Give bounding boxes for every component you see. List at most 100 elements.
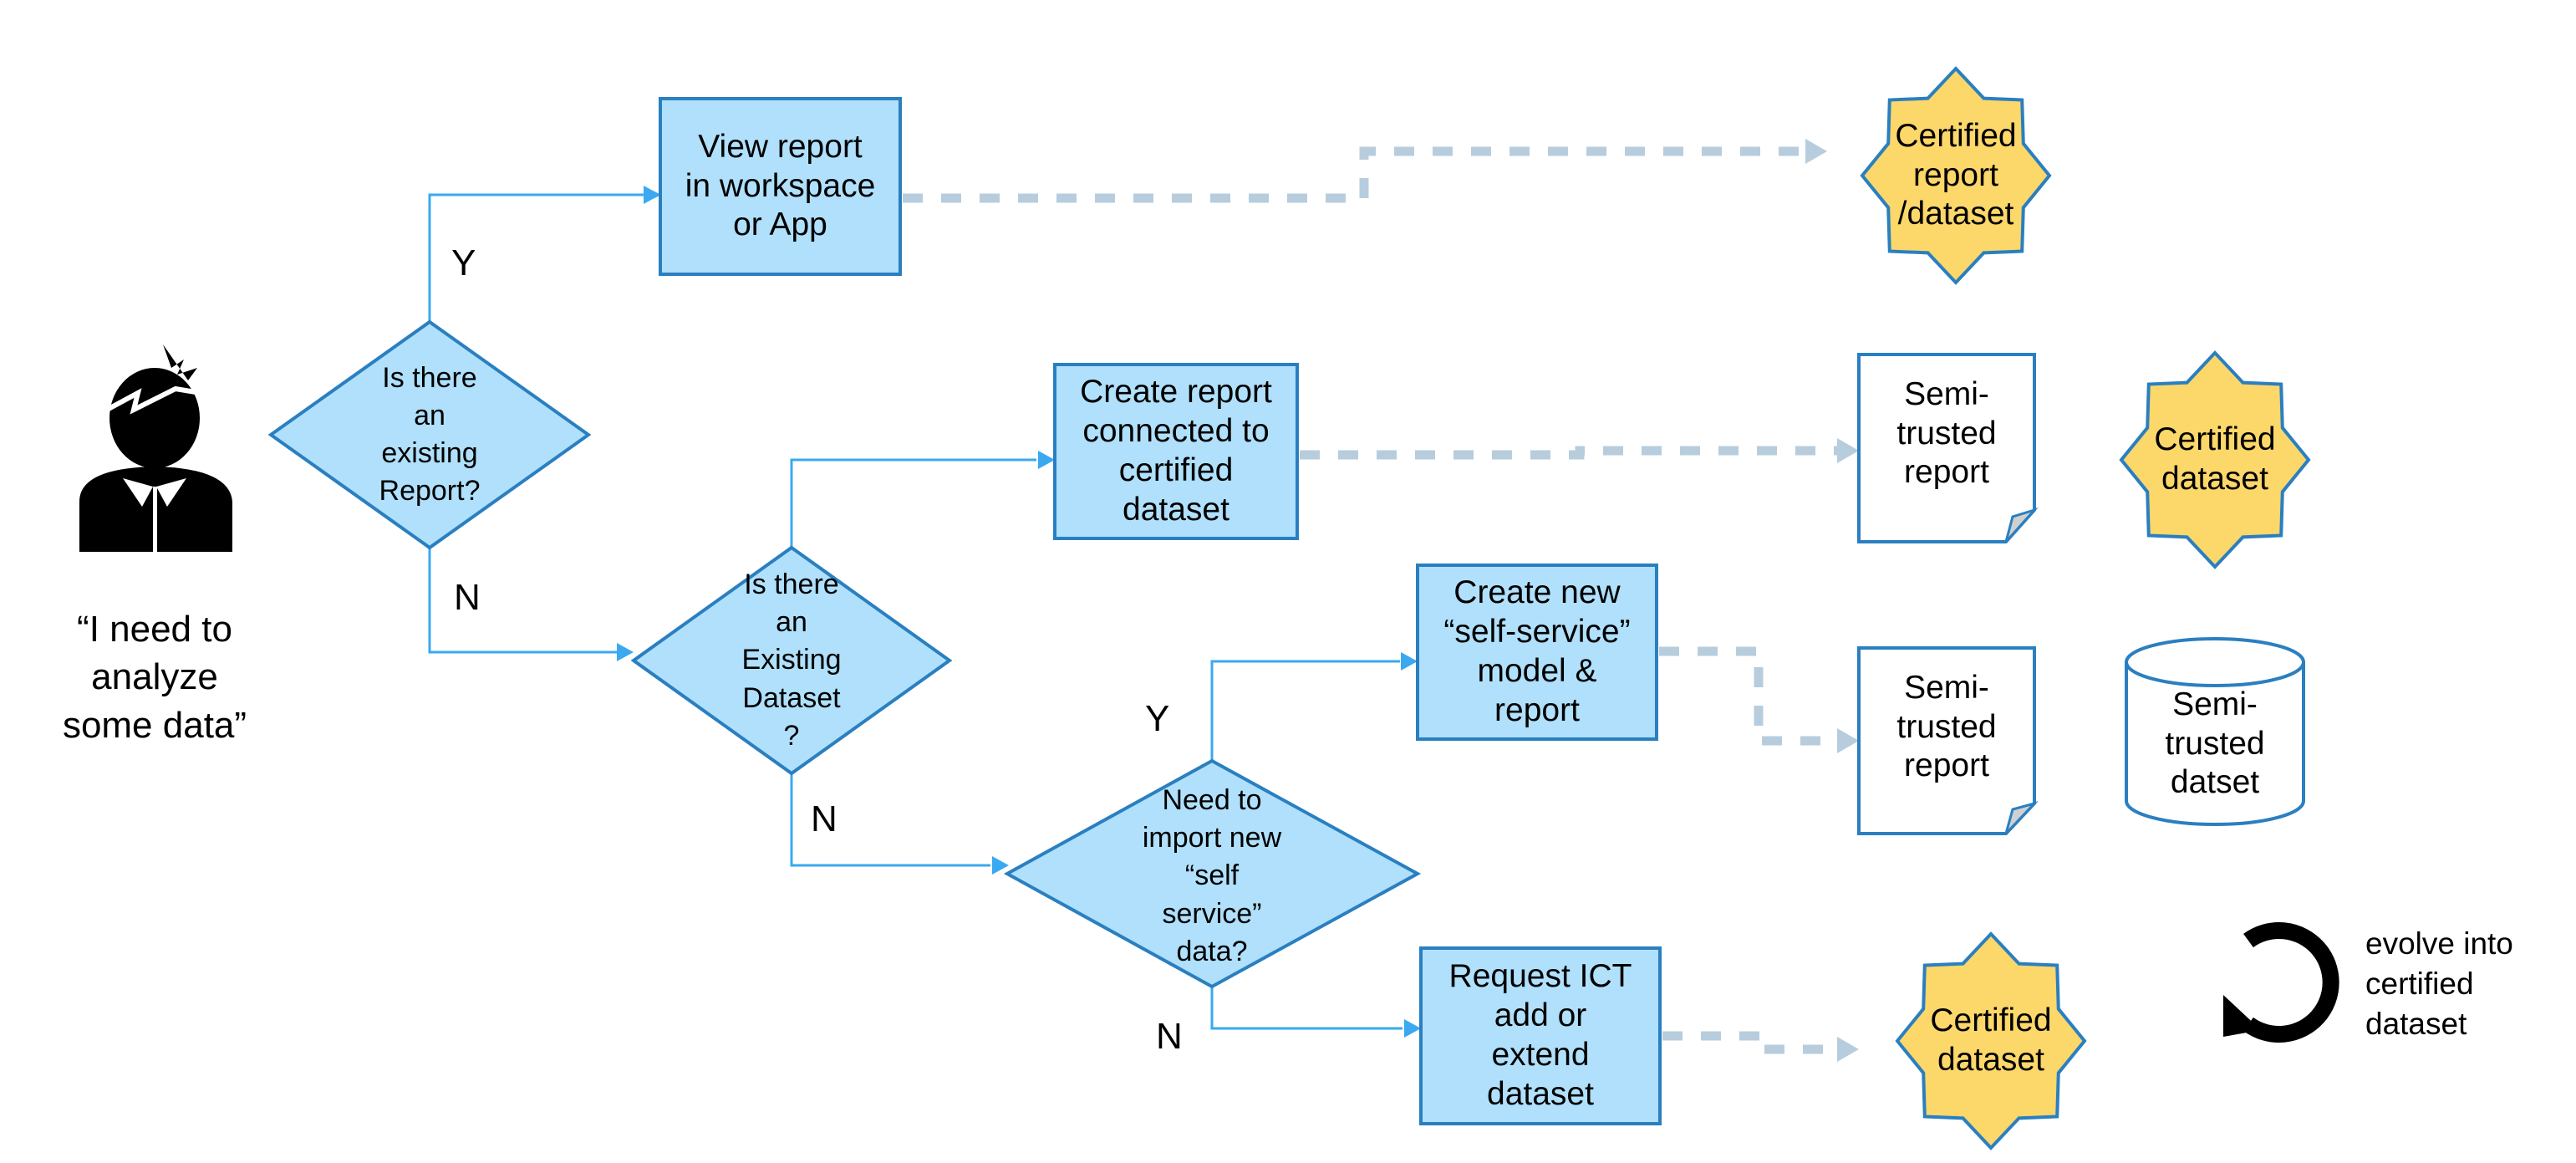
arrowhead bbox=[1805, 139, 1827, 164]
arrowhead bbox=[992, 856, 1009, 875]
label-line: Semi- bbox=[2172, 686, 2258, 722]
flow-arrow-d1-no bbox=[428, 548, 619, 654]
legend-evolve-text: evolve into certified dataset bbox=[2365, 924, 2513, 1044]
decision-existing-dataset bbox=[630, 545, 953, 776]
star-certified-dataset-1 bbox=[2119, 350, 2311, 569]
outcome-semi-trusted-report-2-label: Semi- trusted report bbox=[1859, 648, 2034, 807]
flow-arrow-d2-no bbox=[790, 773, 990, 867]
refresh-cycle-icon bbox=[2223, 922, 2339, 1043]
star-certified-dataset-2 bbox=[1895, 931, 2087, 1150]
label-line: Need to bbox=[1162, 783, 1262, 816]
decision-import-self-service bbox=[1003, 758, 1422, 989]
label-line: datset bbox=[2170, 764, 2260, 801]
outcome-certified-report-dataset-label: Certified report /dataset bbox=[1830, 84, 2081, 268]
label-line: model & bbox=[1477, 653, 1597, 689]
flow-arrow-d3-yes bbox=[1210, 660, 1400, 761]
process-request-ict-label: Request ICT add or extend dataset bbox=[1421, 948, 1660, 1124]
label-line: Certified bbox=[2154, 421, 2276, 458]
label-line: or App bbox=[733, 207, 827, 243]
decision-existing-report-label: Is there an existing Report? bbox=[346, 351, 513, 518]
document-semi-trusted-report-2 bbox=[1857, 646, 2039, 835]
arrowhead bbox=[1401, 652, 1418, 671]
process-request-ict bbox=[1419, 946, 1662, 1125]
branch-label-d3-no: N bbox=[1156, 1016, 1183, 1057]
persona-quote: “I need to analyze some data” bbox=[33, 602, 276, 752]
label-line: Create report bbox=[1080, 374, 1272, 411]
arrowhead bbox=[1837, 728, 1859, 753]
label-line: Certified bbox=[1930, 1002, 2052, 1039]
label-line: data? bbox=[1176, 935, 1248, 967]
decision-existing-report bbox=[267, 319, 592, 550]
dashed-connector-create-report bbox=[1300, 446, 1839, 460]
arrowhead bbox=[617, 643, 634, 661]
label-line: View report bbox=[698, 128, 863, 165]
label-line: Create new bbox=[1453, 574, 1621, 611]
label-line: trusted bbox=[1896, 708, 1997, 745]
branch-label-d1-no: N bbox=[454, 577, 481, 618]
outcome-certified-dataset-1-label: Certified dataset bbox=[2090, 368, 2340, 552]
label-line: “self bbox=[1184, 859, 1240, 892]
branch-label-d1-yes: Y bbox=[451, 242, 476, 283]
label-line: report bbox=[1494, 691, 1580, 728]
cylinder-semi-trusted-datset bbox=[2125, 637, 2305, 826]
page-fold bbox=[2004, 801, 2039, 835]
label-line: extend bbox=[1491, 1037, 1590, 1073]
legend-line: evolve into bbox=[2365, 926, 2513, 961]
label-line: existing bbox=[381, 437, 478, 469]
label-line: Request ICT bbox=[1448, 958, 1632, 995]
process-create-report-certified-label: Create report connected to certified dat… bbox=[1055, 365, 1297, 538]
label-line: service” bbox=[1162, 897, 1262, 930]
label-line: ? bbox=[783, 719, 800, 752]
person-icon bbox=[79, 344, 232, 553]
label-line: Report? bbox=[379, 475, 481, 508]
label-line: trusted bbox=[2165, 725, 2265, 762]
label-line: Dataset bbox=[742, 681, 841, 714]
label-line: report bbox=[1913, 156, 1998, 193]
label-line: certified bbox=[1118, 452, 1234, 488]
label-line: report bbox=[1904, 747, 1989, 784]
label-line: /dataset bbox=[1897, 196, 2014, 232]
process-create-self-service bbox=[1416, 564, 1658, 741]
page-fold bbox=[2004, 507, 2039, 543]
outcome-semi-trusted-datset-label: Semi- trusted datset bbox=[2126, 669, 2304, 819]
flow-arrow-d3-no bbox=[1210, 987, 1403, 1030]
label-line: add or bbox=[1494, 997, 1587, 1034]
branch-label-d2-no: N bbox=[811, 798, 837, 839]
flow-arrow-d2-yes bbox=[790, 458, 1036, 548]
label-line: “self-service” bbox=[1443, 614, 1631, 650]
dashed-connector-view-report bbox=[903, 146, 1805, 203]
label-line: Certified bbox=[1895, 117, 2017, 154]
arrowhead bbox=[1038, 451, 1055, 469]
label-line: Existing bbox=[741, 644, 842, 676]
arrowhead bbox=[644, 186, 660, 204]
legend-line: certified bbox=[2365, 967, 2474, 1002]
process-create-report-certified bbox=[1053, 363, 1299, 540]
process-view-report bbox=[659, 97, 902, 276]
label-line: an bbox=[776, 606, 807, 639]
arrowhead bbox=[1404, 1019, 1421, 1038]
process-create-self-service-label: Create new “self-service” model & report bbox=[1418, 565, 1657, 739]
label-line: dataset bbox=[1487, 1075, 1594, 1112]
legend-line: dataset bbox=[2365, 1007, 2467, 1042]
label-line: Semi- bbox=[1904, 375, 1989, 412]
label-line: connected to bbox=[1082, 413, 1270, 450]
quote-line: “I need to bbox=[77, 609, 232, 650]
arrowhead bbox=[1837, 1037, 1859, 1062]
quote-line: analyze bbox=[91, 656, 218, 698]
star-certified-report-dataset bbox=[1860, 66, 2052, 285]
flow-arrow-d1-yes bbox=[428, 193, 644, 322]
outcome-semi-trusted-report-1-label: Semi- trusted report bbox=[1859, 355, 2034, 513]
decision-import-self-service-label: Need to import new “self service” data? bbox=[1112, 768, 1312, 985]
branch-label-d3-yes: Y bbox=[1145, 698, 1170, 739]
label-line: in workspace bbox=[685, 167, 876, 204]
decision-existing-dataset-label: Is there an Existing Dataset ? bbox=[708, 552, 875, 769]
label-line: dataset bbox=[2161, 461, 2268, 497]
label-line: dataset bbox=[1937, 1042, 2044, 1078]
label-line: report bbox=[1904, 454, 1989, 491]
label-line: import new bbox=[1142, 822, 1282, 854]
label-line: Is there bbox=[382, 361, 477, 394]
label-line: an bbox=[414, 399, 445, 431]
dashed-connector-create-new bbox=[1659, 646, 1839, 746]
document-semi-trusted-report-1 bbox=[1857, 353, 2039, 543]
